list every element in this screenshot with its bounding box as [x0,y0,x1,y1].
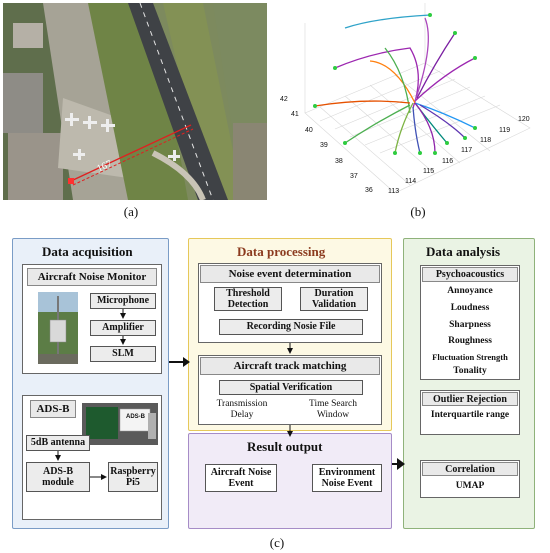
psycho-item: Loudness [450,303,490,313]
spatial-box: Spatial Verification [219,380,363,395]
psychoacoustics-box [420,265,520,380]
adsb-device-label: ADS-B [126,414,145,420]
y-tick-label: 38 [335,158,343,165]
correlation-item: UMAP [455,481,485,491]
recording-box: Recording Nosie File [219,319,363,335]
x-tick-label: 118 [480,137,492,144]
processing-title: Data processing [237,244,326,259]
duration-box: Duration Validation [300,287,368,311]
outlier-item: Interquartile range [430,410,510,420]
slm-box: SLM [90,346,156,362]
time-window-text: Time Search Window [309,399,357,421]
x-tick-label: 116 [442,158,454,165]
result-title: Result output [247,439,323,454]
psychoacoustics-title: Psychoacoustics [422,267,518,282]
transmission-text: Transmission Delay [216,399,268,421]
y-tick-label: 36 [365,187,373,194]
x-tick-label: 115 [423,168,435,175]
y-tick-label: 40 [305,127,313,134]
x-tick-label: 119 [499,127,511,134]
x-tick-label: 114 [405,178,417,185]
adsb-title: ADS-B [30,400,76,418]
y-tick-label: 42 [280,96,288,103]
y-tick-label: 41 [291,111,299,118]
monitor-photo [38,292,78,364]
caption-b: (b) [410,204,426,219]
psycho-item: Fluctuation Strength [432,352,508,362]
x-tick-label: 120 [518,116,530,123]
amplifier-box: Amplifier [90,320,156,336]
noise-monitor-title: Aircraft Noise Monitor [27,268,157,286]
aircraft-event-box: Aircraft Noise Event [205,464,277,492]
track-matching-title: Aircraft track matching [200,357,380,375]
adsb-module-box: ADS-B module [26,462,90,492]
psycho-item: Annoyance [447,286,493,296]
caption-c: (c) [269,535,285,550]
y-tick-label: 37 [350,173,358,180]
psycho-item: Tonality [453,366,487,376]
satellite-image: 167 [3,3,267,200]
track-plot: 42 41 40 39 38 37 36 113 114 115 116 117… [275,3,547,200]
outlier-title: Outlier Rejection [422,392,518,406]
x-tick-label: 113 [388,188,400,195]
raspberry-pi-box: Raspberry Pi5 [108,462,158,492]
threshold-box: Threshold Detection [214,287,282,311]
x-tick-label: 117 [461,147,473,154]
analysis-title: Data analysis [426,244,501,259]
antenna-box: 5dB antenna [26,435,90,451]
caption-a: (a) [123,204,139,219]
psycho-item: Roughness [448,336,492,346]
noise-event-title: Noise event determination [200,265,380,283]
environment-event-box: Environment Noise Event [312,464,382,492]
psycho-item: Sharpness [449,320,491,330]
acquisition-title: Data acquisition [42,244,133,259]
microphone-box: Microphone [90,293,156,309]
adsb-device-photo: ADS-B [82,403,158,445]
y-tick-label: 39 [320,142,328,149]
correlation-title: Correlation [422,462,518,476]
